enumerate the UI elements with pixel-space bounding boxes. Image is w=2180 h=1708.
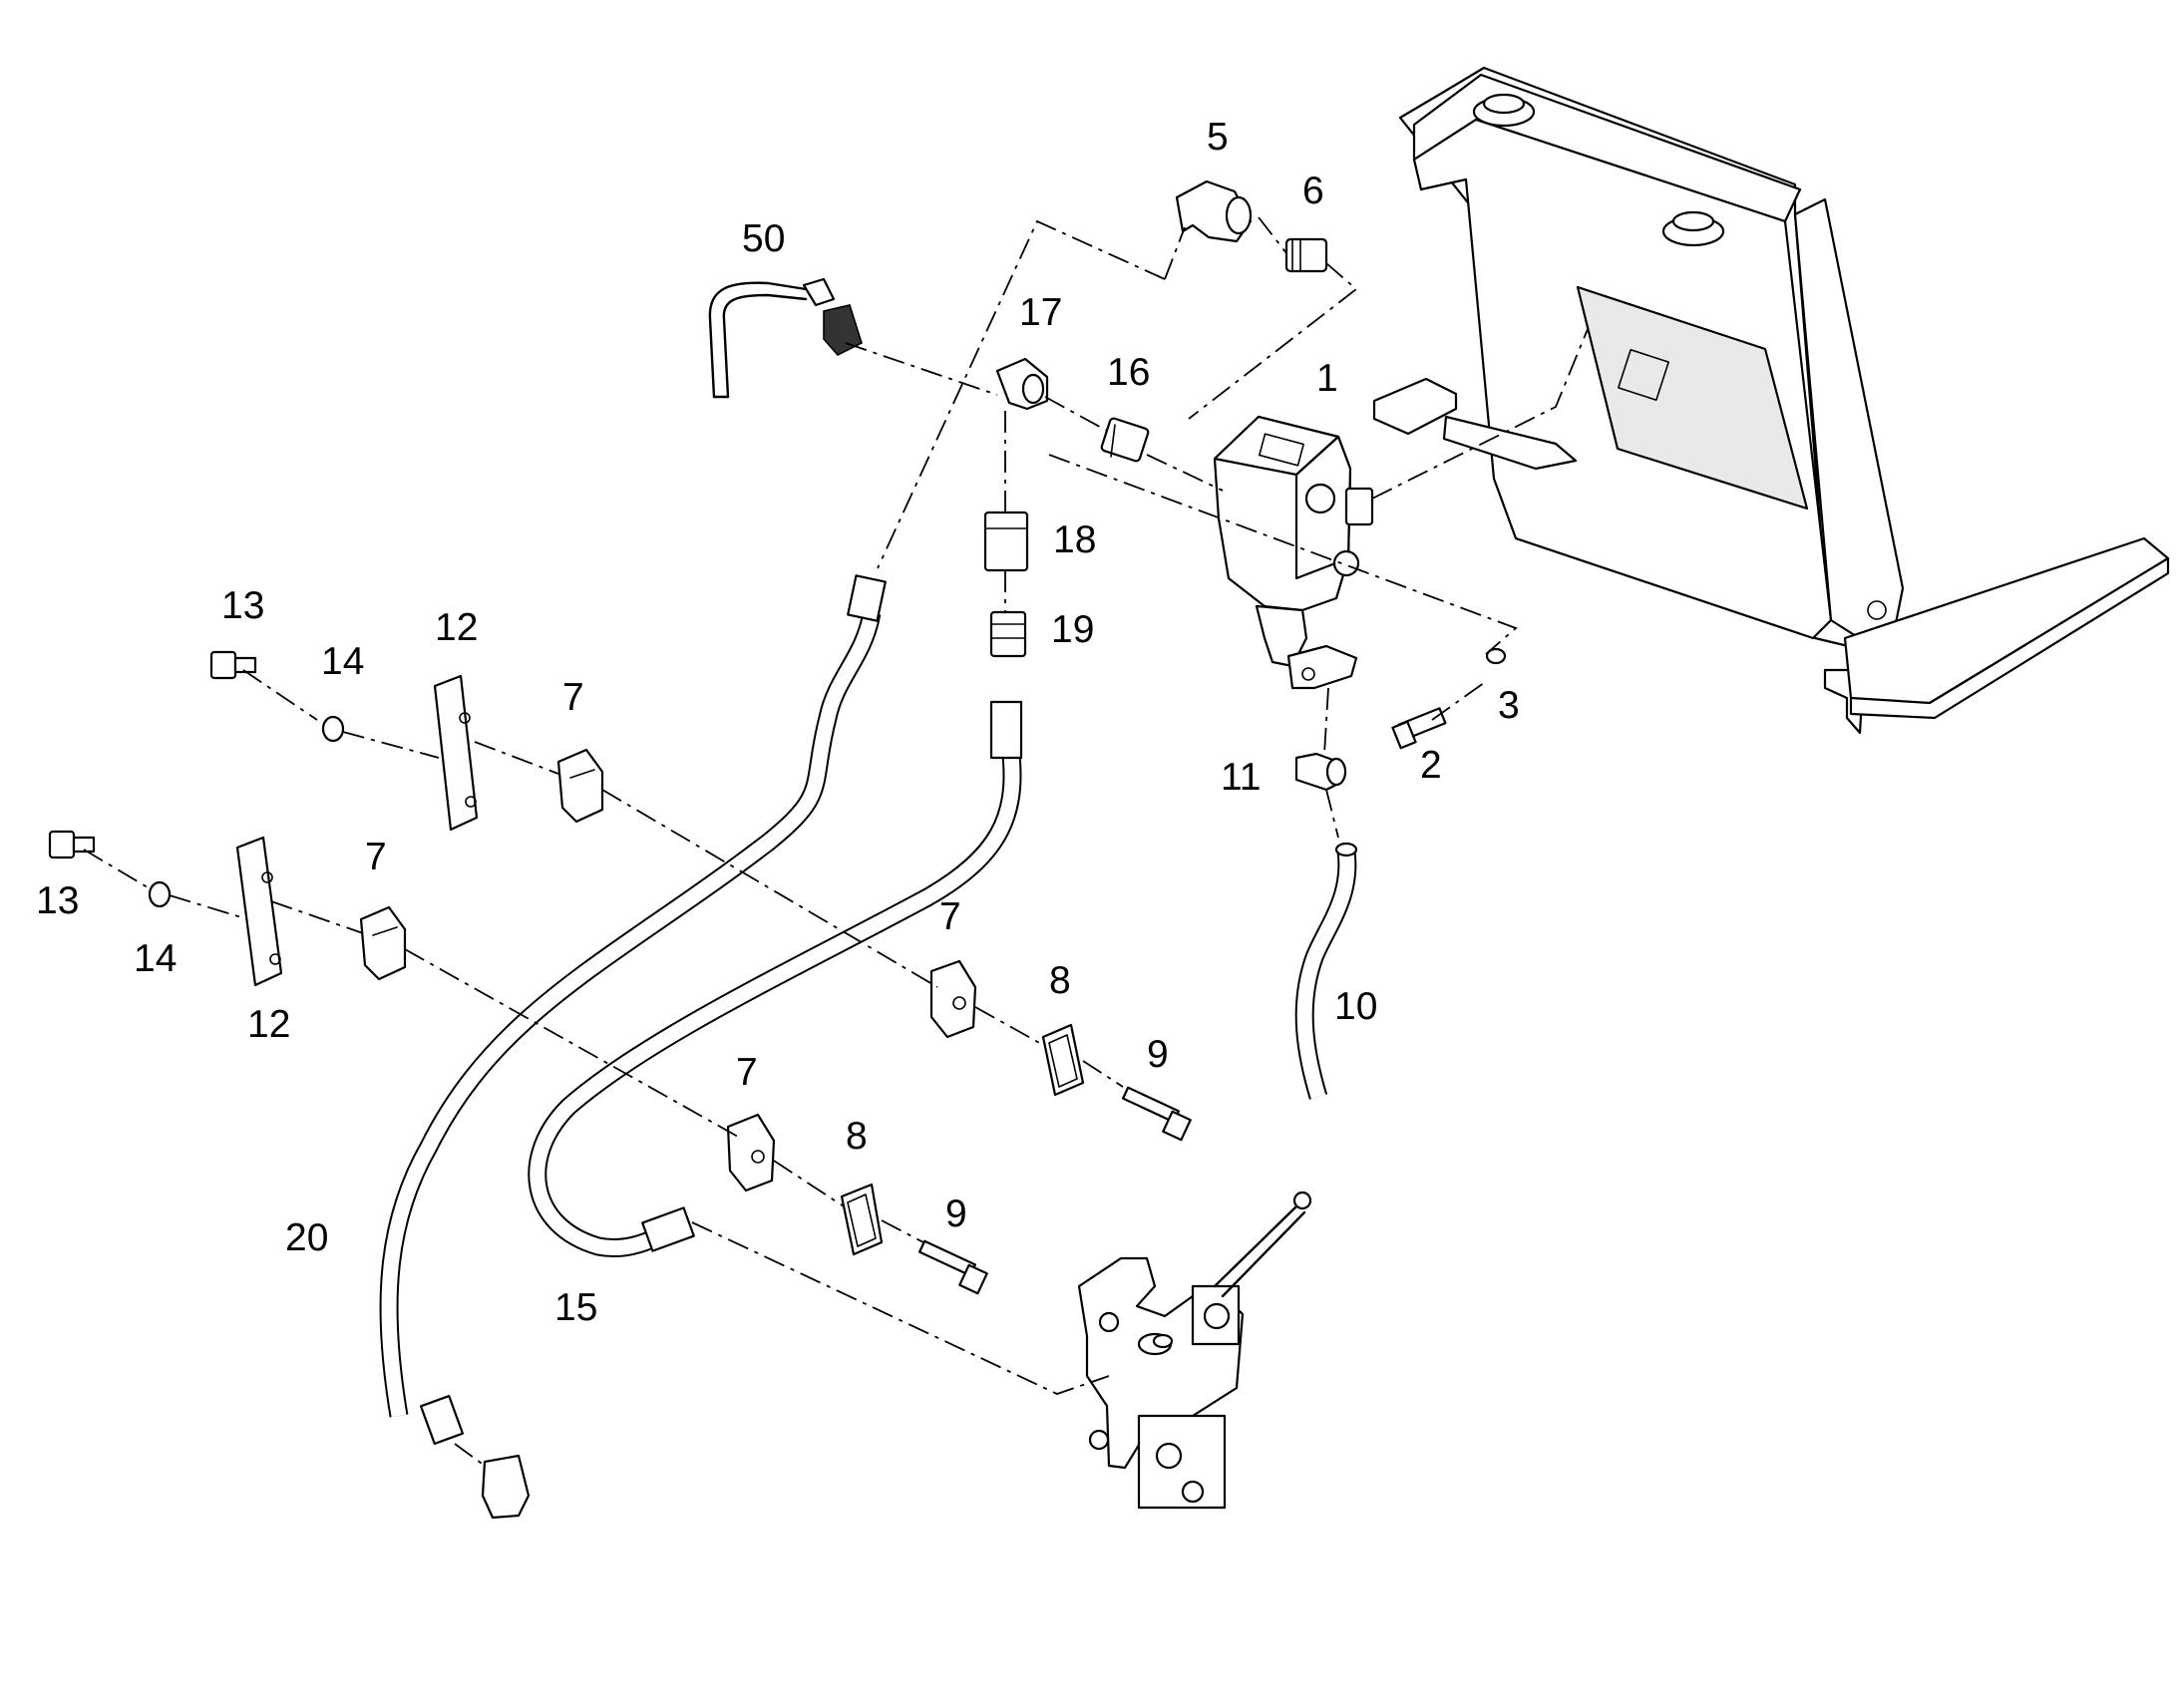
callout-14-lower: 14 [134,937,178,980]
bolt-13-upper [209,650,257,680]
callout-7-d: 7 [736,1051,758,1094]
fitting-6 [1284,237,1328,273]
mounting-frame [1372,66,2170,735]
hose-50 [708,277,863,399]
callout-8-a: 8 [1049,959,1071,1002]
washer-14-upper [321,715,345,743]
hose-fittings [419,574,1023,1520]
callout-9-a: 9 [1147,1033,1169,1076]
fitting-5 [1175,179,1253,243]
clamp-7-c [929,959,977,1039]
callout-6: 6 [1302,170,1324,212]
callout-19: 18 [1053,518,1097,561]
fitting-11 [1294,752,1347,792]
main-valve-body [1213,415,1374,690]
callout-17: 16 [1107,351,1151,394]
fitting-20 [989,610,1027,658]
callout-20: 19 [1051,608,1095,651]
hose-15 [528,755,1022,1258]
callout-50: 50 [742,217,786,260]
callout-7-b: 7 [365,836,387,878]
callout-15: 15 [554,1286,598,1329]
callout-18: 17 [1019,291,1063,334]
plate-12-lower [235,836,283,987]
callout-10: 10 [1334,985,1378,1028]
plate-8-a [1041,1023,1085,1097]
plate-12-upper [433,674,479,832]
plate-8-b [840,1183,884,1256]
assembly-lines [83,216,1589,1467]
callout-3: 3 [1498,684,1520,727]
clamp-7-a [556,748,604,824]
fitting-17 [1100,417,1150,463]
bolt-2 [1391,707,1447,750]
fitting-18 [995,357,1049,411]
bolt-9-b [917,1239,988,1295]
callout-7-c: 7 [939,895,961,938]
fitting-19 [983,511,1029,572]
callout-8-b: 8 [846,1115,868,1158]
hose-10 [1294,842,1358,1100]
callout-13-upper: 13 [221,584,265,627]
callout-13-lower: 13 [36,879,80,922]
callout-2: 2 [1420,744,1442,787]
callout-11: 11 [1221,756,1262,799]
callout-5: 5 [1207,116,1229,159]
callout-1: 1 [1316,357,1338,400]
callout-12-upper: 12 [435,606,479,649]
callout-7-a: 7 [562,676,584,719]
hose-16 [379,611,882,1418]
control-valve-assembly [1077,1191,1312,1510]
clamp-7-d [726,1113,776,1193]
callout-14-upper: 14 [321,640,365,683]
callout-12-lower: 12 [247,1003,291,1046]
bolt-13-lower [48,830,96,859]
callout-9-b: 9 [945,1193,967,1235]
washer-3 [1485,647,1507,665]
callout-16: 20 [285,1216,329,1259]
clamp-7-b [359,905,407,981]
washer-14-lower [148,880,172,908]
bolt-9-a [1121,1086,1192,1142]
